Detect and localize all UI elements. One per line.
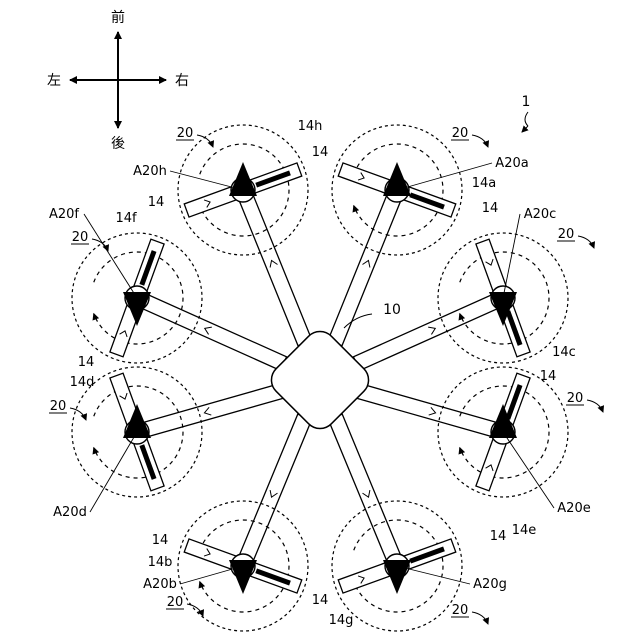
arm-sub-label: 14f — [115, 211, 137, 226]
rotor-label-leader — [70, 408, 86, 420]
rotor-label: 20 — [167, 595, 184, 610]
rotor-unit-d: 20A20d 14d 14 — [49, 355, 202, 520]
airflow-label-leader — [84, 214, 137, 298]
rotor-label-leader — [187, 604, 203, 616]
rotor-unit-g: 20A20g14g14 — [312, 501, 507, 631]
airflow-label-leader — [397, 566, 470, 584]
arm-sub-label: 14b — [148, 555, 173, 570]
arm-sub-label: 14c — [552, 345, 576, 360]
arm-label: 14 — [540, 369, 557, 384]
airflow-label-leader — [180, 566, 243, 584]
rotor-unit-a: 20A20a 14a 14 — [332, 125, 529, 255]
arm-label: 14 — [312, 145, 329, 160]
rotor-unit-b: 20 A20b 14b 14 — [143, 501, 308, 631]
arm-b — [236, 414, 312, 569]
arm-sub-label: 14g — [329, 613, 354, 628]
rotor-label-leader — [472, 612, 488, 624]
airflow-label: A20h — [133, 164, 167, 179]
airflow-label-leader — [503, 214, 520, 298]
arm-h — [236, 187, 312, 346]
compass-back-label: 後 — [111, 136, 125, 152]
arm-c — [353, 291, 506, 370]
compass-left-label: 左 — [47, 73, 61, 89]
rotor-unit-h: 20A20h 14h 14 — [133, 119, 328, 255]
arm-sub-label: 14h — [298, 119, 323, 134]
airflow-label: A20a — [495, 156, 528, 171]
device-leader-line — [525, 112, 528, 126]
arm-label: 14 — [78, 355, 95, 370]
airflow-label: A20d — [53, 505, 87, 520]
arm-e — [356, 384, 505, 439]
body-square — [265, 325, 375, 435]
rotor-label: 20 — [452, 126, 469, 141]
airflow-label-leader — [170, 171, 243, 190]
direction-compass: 前 後 左 右 — [47, 9, 189, 152]
rotor-unit-f: 20 A20f 14f 14 — [49, 195, 202, 363]
arm-label: 14 — [312, 593, 329, 608]
arm-label: 14 — [152, 533, 169, 548]
arm-label: 14 — [490, 529, 507, 544]
compass-front-label: 前 — [111, 9, 125, 26]
rotor-label: 20 — [50, 399, 67, 414]
arm-sub-label: 14d — [70, 375, 95, 390]
arm-d — [135, 384, 284, 439]
compass-right-label: 右 — [175, 73, 189, 89]
central-body: 10 — [265, 302, 401, 435]
rotor-label: 20 — [567, 391, 584, 406]
rotor-label: 20 — [177, 126, 194, 141]
arm-a — [328, 187, 404, 346]
airflow-label: A20b — [143, 577, 177, 592]
rotor-unit-c: 20A20c 14c 14 — [438, 207, 594, 384]
rotor-label: 20 — [452, 603, 469, 618]
rotor-label-leader — [578, 236, 594, 248]
body-label: 10 — [383, 302, 401, 318]
airflow-label-leader — [90, 432, 137, 512]
arm-f — [134, 291, 287, 370]
rotor-label-leader — [472, 135, 488, 147]
airflow-label: A20e — [557, 501, 590, 516]
arm-label: 14 — [482, 201, 499, 216]
airflow-label: A20g — [473, 577, 507, 592]
device-label: 1 — [522, 94, 531, 110]
arm-sub-label: 14a — [472, 176, 497, 191]
rotor-unit-e: 20A20e 14e 14 — [438, 367, 603, 544]
arm-label: 14 — [148, 195, 165, 210]
airflow-label: A20f — [49, 207, 79, 222]
airflow-label: A20c — [524, 207, 557, 222]
arm-sub-label: 14e — [512, 523, 537, 538]
rotor-label: 20 — [558, 227, 575, 242]
airflow-label-leader — [503, 432, 554, 508]
rotor-label: 20 — [72, 230, 89, 245]
rotor-label-leader — [587, 400, 603, 412]
device-reference: 1 — [522, 94, 531, 132]
arm-g — [328, 414, 404, 569]
